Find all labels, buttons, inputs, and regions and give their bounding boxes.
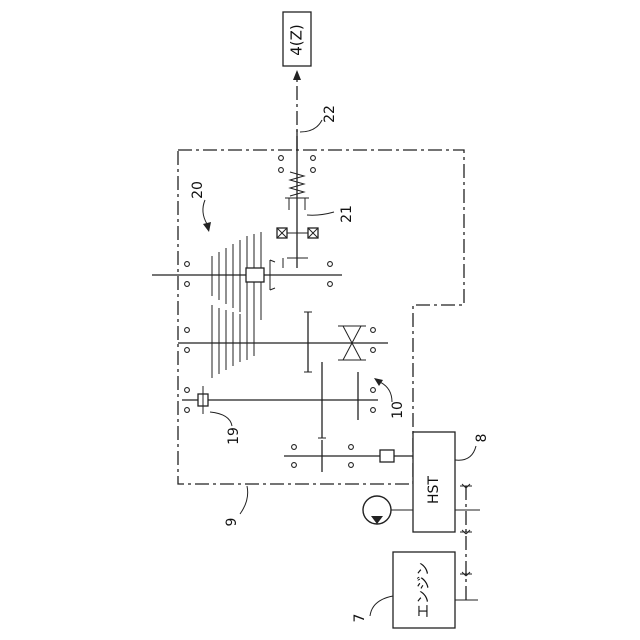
bearing-cross-icon: [277, 228, 287, 238]
output-box: 4(Z): [283, 12, 311, 66]
engine-shaft: [454, 484, 480, 600]
label-8: 8: [474, 434, 490, 443]
output-box-label: 4(Z): [288, 24, 306, 56]
label-21: 21: [339, 205, 355, 223]
engine-label: エンジン: [416, 562, 432, 618]
hydraulic-pump-icon: [363, 496, 413, 524]
label-10: 10: [390, 401, 406, 419]
label-7: 7: [352, 614, 368, 623]
shaft-row-2: [178, 305, 388, 378]
hst-unit: HST: [413, 432, 455, 532]
shaft-row-3: [182, 362, 378, 438]
output-shaft-assembly: [277, 130, 318, 268]
hst-label: HST: [426, 476, 442, 504]
engine-unit: エンジン: [393, 552, 455, 628]
shaft-row-4: [284, 440, 413, 472]
bearing-cross-icon: [308, 228, 318, 238]
arrow-up-icon: [293, 70, 301, 80]
label-9: 9: [224, 518, 240, 527]
label-22: 22: [322, 105, 338, 123]
shaft-row-1: [152, 232, 342, 320]
label-19: 19: [226, 427, 242, 445]
label-20: 20: [190, 181, 206, 199]
